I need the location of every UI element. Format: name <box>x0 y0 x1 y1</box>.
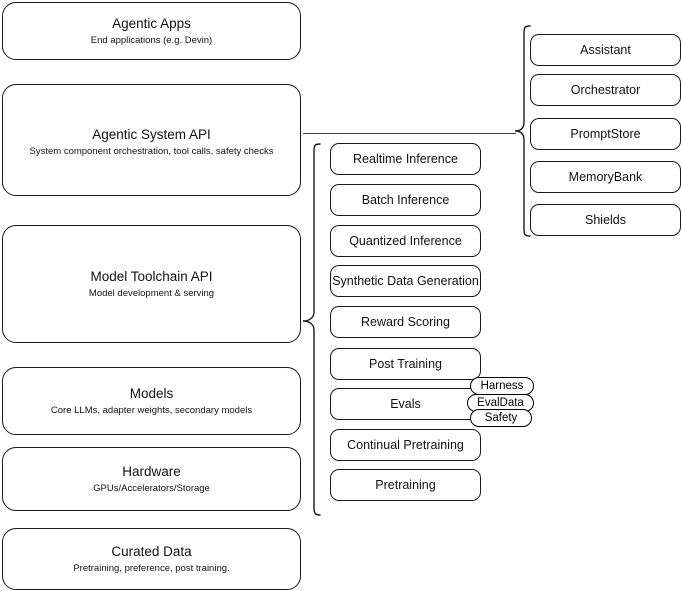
stack-layer-curated-data[interactable]: Curated Data Pretraining, preference, po… <box>2 528 301 590</box>
toolchain-components-curly-brace-icon <box>302 143 321 516</box>
toolchain-component-batch-inference[interactable]: Batch Inference <box>330 184 481 216</box>
layer-title: Agentic System API <box>92 127 211 142</box>
stack-layer-agentic-apps[interactable]: Agentic Apps End applications (e.g. Devi… <box>2 2 301 60</box>
system-component-assistant[interactable]: Assistant <box>530 34 681 66</box>
toolchain-component-post-training[interactable]: Post Training <box>330 348 481 380</box>
component-label: Shields <box>585 212 626 227</box>
component-label: Reward Scoring <box>361 314 450 329</box>
toolchain-component-quantized-inference[interactable]: Quantized Inference <box>330 225 481 257</box>
system-component-orchestrator[interactable]: Orchestrator <box>530 74 681 106</box>
system-component-shields[interactable]: Shields <box>530 204 681 236</box>
component-label: Evals <box>390 396 421 411</box>
system-component-memorybank[interactable]: MemoryBank <box>530 161 681 193</box>
component-label: Realtime Inference <box>353 151 458 166</box>
layer-subtitle: Pretraining, preference, post training. <box>73 563 230 574</box>
chip-label: EvalData <box>477 397 524 409</box>
stack-layer-models[interactable]: Models Core LLMs, adapter weights, secon… <box>2 367 301 435</box>
component-label: Assistant <box>580 42 631 57</box>
toolchain-component-evals[interactable]: Evals <box>330 388 481 420</box>
layer-title: Hardware <box>122 464 181 479</box>
stack-layer-hardware[interactable]: Hardware GPUs/Accelerators/Storage <box>2 447 301 511</box>
component-label: MemoryBank <box>568 169 643 184</box>
layer-subtitle: System component orchestration, tool cal… <box>29 146 274 157</box>
stack-layer-agentic-system-api[interactable]: Agentic System API System component orch… <box>2 84 301 196</box>
toolchain-component-reward-scoring[interactable]: Reward Scoring <box>330 306 481 338</box>
layer-title: Model Toolchain API <box>90 269 213 284</box>
component-label: Synthetic Data Generation <box>332 273 479 288</box>
system-component-promptstore[interactable]: PromptStore <box>530 118 681 150</box>
toolchain-component-pretraining[interactable]: Pretraining <box>330 469 481 501</box>
layer-subtitle: End applications (e.g. Devin) <box>90 35 213 46</box>
component-label: Quantized Inference <box>349 233 462 248</box>
system-components-curly-brace-icon <box>514 25 531 237</box>
layer-title: Models <box>129 386 174 401</box>
layer-subtitle: Core LLMs, adapter weights, secondary mo… <box>50 405 253 416</box>
layer-subtitle: Model development & serving <box>88 288 215 299</box>
component-label: Orchestrator <box>570 82 641 97</box>
layer-subtitle: GPUs/Accelerators/Storage <box>93 483 210 494</box>
evals-chip-harness[interactable]: Harness <box>470 377 534 395</box>
layer-title: Agentic Apps <box>112 16 191 31</box>
chip-label: Safety <box>484 412 518 424</box>
component-label: PromptStore <box>570 126 641 141</box>
layer-title: Curated Data <box>111 544 192 559</box>
component-label: Post Training <box>369 356 442 371</box>
toolchain-component-continual-pretraining[interactable]: Continual Pretraining <box>330 429 481 461</box>
system-link-line <box>303 133 516 134</box>
component-label: Pretraining <box>375 477 436 492</box>
toolchain-component-realtime-inference[interactable]: Realtime Inference <box>330 143 481 175</box>
toolchain-component-synthetic-data-generation[interactable]: Synthetic Data Generation <box>330 265 481 297</box>
component-label: Batch Inference <box>361 192 450 207</box>
stack-layer-model-toolchain-api[interactable]: Model Toolchain API Model development & … <box>2 225 301 343</box>
chip-label: Harness <box>480 380 524 392</box>
component-label: Continual Pretraining <box>347 437 464 452</box>
evals-chip-safety[interactable]: Safety <box>470 409 532 427</box>
